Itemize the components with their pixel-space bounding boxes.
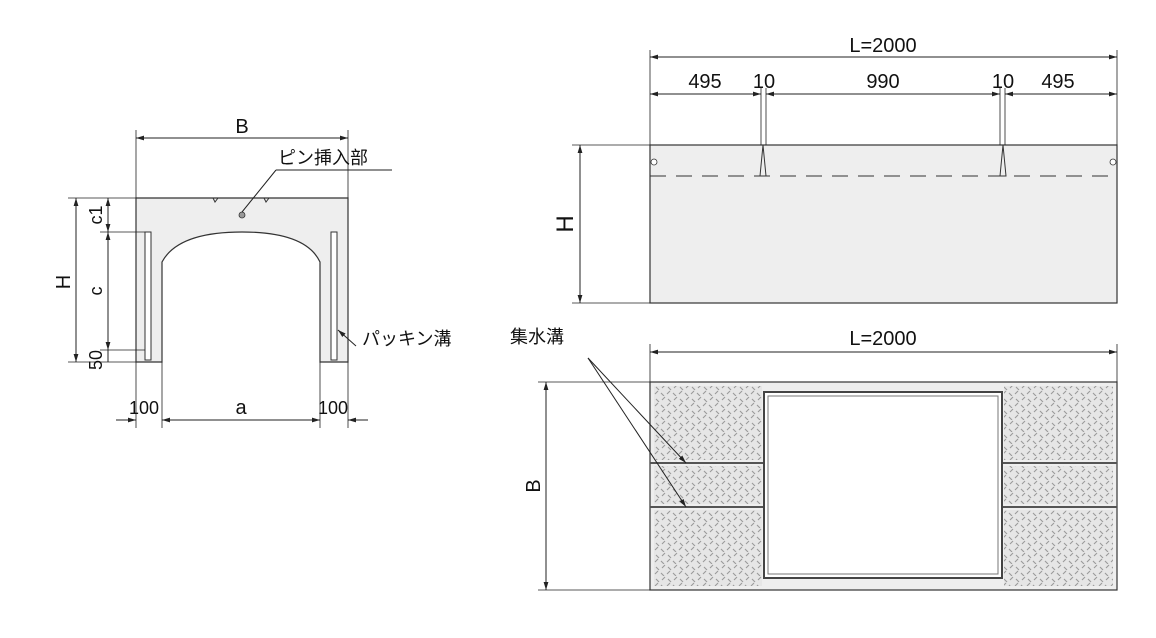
right-packing-groove: [330, 231, 338, 361]
section-view: B ピン挿入部 H c1 c 50 100 a 100 パッキン溝: [53, 116, 451, 428]
section-dim-left-wall: 100: [129, 398, 159, 418]
section-dim-c1: c1: [86, 205, 106, 224]
packing-groove-callout: パッキン溝: [362, 329, 451, 350]
section-dim-right-wall: 100: [318, 398, 348, 418]
section-dim-c: c: [86, 287, 106, 296]
section-dim-h: H: [53, 275, 75, 289]
side-dim-h: H: [552, 215, 579, 232]
side-view: L=2000 495 10 990 10 495 H: [552, 35, 1118, 304]
section-dim-a: a: [235, 397, 247, 419]
side-seg1: 495: [688, 71, 721, 93]
section-dim-50: 50: [86, 350, 106, 370]
section-dim-b: B: [235, 116, 248, 138]
top-dim-b: B: [523, 479, 545, 492]
top-view: L=2000 B 集水溝: [510, 327, 1118, 591]
left-packing-groove: [144, 231, 152, 361]
pin-hole: [238, 211, 246, 219]
section-body: [135, 197, 349, 363]
side-dim-l: L=2000: [849, 35, 916, 57]
top-dim-l: L=2000: [849, 328, 916, 350]
side-seg3: 990: [866, 71, 899, 93]
side-seg2: 10: [753, 71, 775, 93]
drain-groove-callout: 集水溝: [510, 327, 564, 348]
side-body: [649, 144, 1118, 304]
pin-insert-callout: ピン挿入部: [278, 148, 368, 169]
side-seg5: 495: [1041, 71, 1074, 93]
side-seg4: 10: [992, 71, 1014, 93]
